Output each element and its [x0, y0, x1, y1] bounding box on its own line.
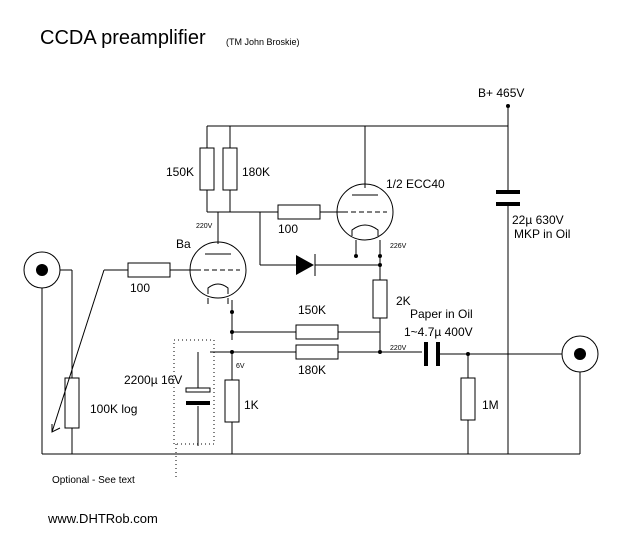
capacitor-value-label: 1~4.7µ 400V	[404, 325, 473, 339]
website-label: www.DHTRob.com	[47, 511, 158, 526]
resistor-1k-label: 1K	[244, 398, 259, 412]
optional-label: Optional - See text	[52, 475, 135, 486]
cathode-wiring	[210, 312, 296, 354]
resistor-1m-label: 1M	[482, 398, 499, 412]
potentiometer-100k-log	[51, 269, 105, 454]
voltage-6-label: 6V	[236, 363, 245, 370]
resistor-100-grid-upper	[260, 204, 343, 220]
output-jack	[561, 335, 599, 454]
potentiometer-label: 100K log	[90, 402, 137, 416]
resistor-150k-feedback	[295, 324, 380, 340]
resistor-100-grid-upper-label: 100	[278, 222, 298, 236]
capacitor-2200u-label: 2200µ 16V	[124, 373, 182, 387]
resistor-1m	[460, 354, 476, 454]
diagram-subtitle: (TM John Broskie)	[226, 37, 300, 47]
voltage-220-right-label: 220V	[390, 345, 407, 352]
diagram-title: CCDA preamplifier	[40, 27, 206, 49]
voltage-220-left-label: 220V	[196, 223, 213, 230]
tube-ecc40-upper	[336, 126, 394, 258]
resistor-180k-top-label: 180K	[242, 165, 270, 179]
resistor-150k-top-label: 150K	[166, 165, 194, 179]
resistor-2k-label: 2K	[396, 294, 411, 308]
resistor-150k-top	[199, 126, 215, 212]
resistor-150k-feedback-label: 150K	[298, 303, 326, 317]
resistor-180k-top	[222, 126, 238, 212]
input-jack	[23, 251, 72, 454]
resistor-180k-feedback-label: 180K	[298, 363, 326, 377]
resistor-100-input	[104, 262, 196, 278]
voltage-226-label: 226V	[390, 243, 407, 250]
diode	[259, 212, 382, 276]
supply-voltage-label: B+ 465V	[478, 86, 524, 100]
optional-box	[173, 339, 215, 445]
tube-ecc40-label: 1/2 ECC40	[386, 177, 445, 191]
coupling-capacitor	[424, 342, 562, 366]
capacitor-type-label: Paper in Oil	[410, 307, 473, 321]
resistor-1k	[224, 352, 240, 454]
tube-lower-label: Ba	[176, 237, 191, 251]
resistor-100-input-label: 100	[130, 281, 150, 295]
capacitor-22u	[496, 126, 520, 454]
resistor-180k-feedback	[295, 344, 422, 360]
capacitor-22u-label: 22µ 630V	[512, 213, 564, 227]
capacitor-2200u	[185, 352, 211, 446]
supply-rail	[207, 106, 509, 127]
capacitor-mkp-label: MKP in Oil	[514, 227, 570, 241]
resistor-2k	[372, 265, 388, 352]
